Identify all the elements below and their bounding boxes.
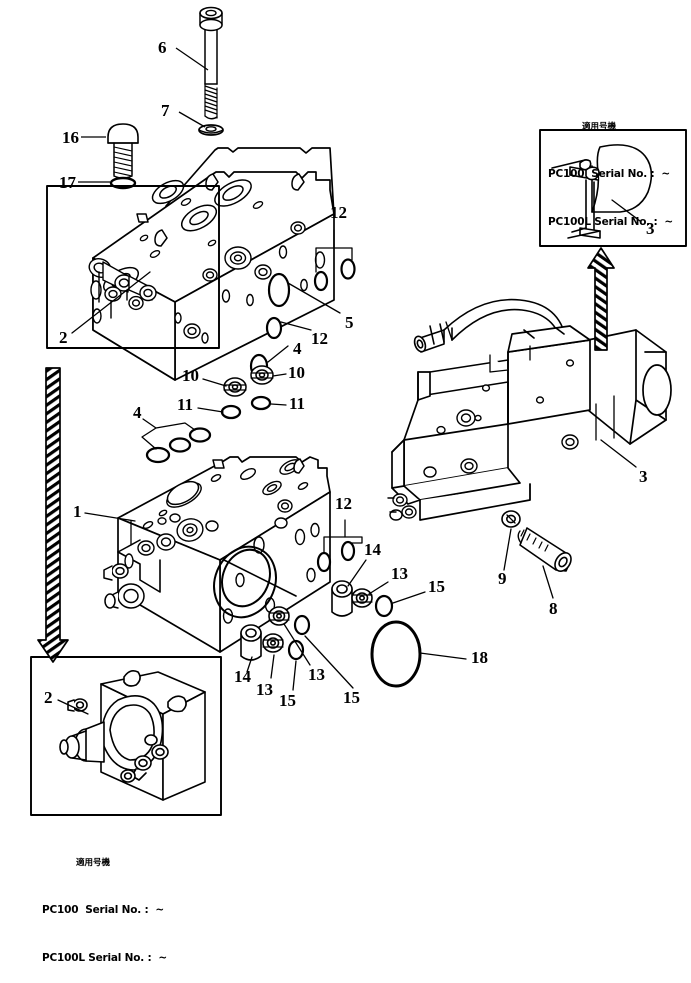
callout-2: 2 xyxy=(59,329,68,346)
callout-14-lower: 14 xyxy=(234,668,251,685)
o-ring-large-outer xyxy=(372,622,420,686)
callout-2-bottom: 2 xyxy=(44,689,53,706)
o-ring-11-left xyxy=(222,406,240,418)
callout-9: 9 xyxy=(498,570,507,587)
o-ring-upper-a xyxy=(315,272,327,290)
hex-bolt xyxy=(518,528,574,574)
callout-17: 17 xyxy=(59,174,76,191)
serial-jp-heading-top: 適用号機 xyxy=(548,120,673,132)
callout-6: 6 xyxy=(158,39,167,56)
spacer-sleeve-upper xyxy=(332,581,352,616)
valve-detail-inset-bottom xyxy=(31,657,221,815)
o-ring-12-lower-a xyxy=(318,553,330,571)
plug-right xyxy=(251,366,273,384)
callout-4: 4 xyxy=(293,340,302,357)
callout-5: 5 xyxy=(345,314,354,331)
callout-3-solenoid: 3 xyxy=(639,468,648,485)
o-ring-set-three xyxy=(147,429,210,463)
o-ring-12-lower-b xyxy=(342,542,354,560)
socket-head-bolt-long xyxy=(200,8,222,119)
callout-1: 1 xyxy=(73,503,82,520)
callout-15-lower-left: 15 xyxy=(279,692,296,709)
callout-12-mid: 12 xyxy=(311,330,328,347)
o-ring-12-small-visible xyxy=(267,318,281,338)
callout-8: 8 xyxy=(549,600,558,617)
flange-bolt xyxy=(108,124,138,178)
bushing-ring-upper xyxy=(352,589,372,607)
bushing-ring-lower-right xyxy=(269,607,289,625)
serial-line-pc100l-top: PC100L Serial No. : ~ xyxy=(548,216,673,228)
callout-11-right: 11 xyxy=(289,395,305,412)
o-ring-11-right xyxy=(252,397,270,409)
washer-ring-upper xyxy=(376,596,392,616)
callout-4-set: 4 xyxy=(133,404,142,421)
serial-note-top-right: 適用号機 PC100 Serial No. : ~ PC100L Serial … xyxy=(548,84,673,247)
solenoid-valve-assembly xyxy=(388,300,671,520)
serial-note-bottom-left: 適用号機 PC100 Serial No. : ~ PC100L Serial … xyxy=(42,820,167,983)
o-ring-large xyxy=(269,274,289,306)
callout-10-left: 10 xyxy=(182,367,199,384)
serial-line-pc100l-bottom: PC100L Serial No. : ~ xyxy=(42,952,167,964)
callout-15-upper: 15 xyxy=(428,578,445,595)
callout-13-upper: 13 xyxy=(391,565,408,582)
assembly-arrow-down xyxy=(38,368,68,662)
washer xyxy=(502,511,520,527)
callout-10-right: 10 xyxy=(288,364,305,381)
callout-15-lower-right: 15 xyxy=(343,689,360,706)
callout-12-lower: 12 xyxy=(335,495,352,512)
callout-13-lower-right: 13 xyxy=(308,666,325,683)
spacer-sleeve-lower xyxy=(241,625,261,660)
parts-diagram-sheet: 1 2 2 3 3 4 4 5 6 7 8 9 10 10 11 11 12 1… xyxy=(0,0,691,856)
callout-12-upper: 12 xyxy=(330,204,347,221)
serial-jp-heading-bottom: 適用号機 xyxy=(42,856,167,868)
plug-left xyxy=(224,378,246,396)
bushing-ring-lower-left xyxy=(263,634,283,652)
o-ring-upper-b xyxy=(342,260,355,279)
callout-14-upper: 14 xyxy=(364,541,381,558)
callout-7: 7 xyxy=(161,102,170,119)
serial-line-pc100-top: PC100 Serial No. : ~ xyxy=(548,168,673,180)
callout-18: 18 xyxy=(471,649,488,666)
serial-line-pc100-bottom: PC100 Serial No. : ~ xyxy=(42,904,167,916)
callout-16: 16 xyxy=(62,129,79,146)
washer-ring-lower-b xyxy=(295,616,309,634)
callout-11-left: 11 xyxy=(177,396,193,413)
callout-13-lower-left: 13 xyxy=(256,681,273,698)
washer-small xyxy=(199,125,223,135)
